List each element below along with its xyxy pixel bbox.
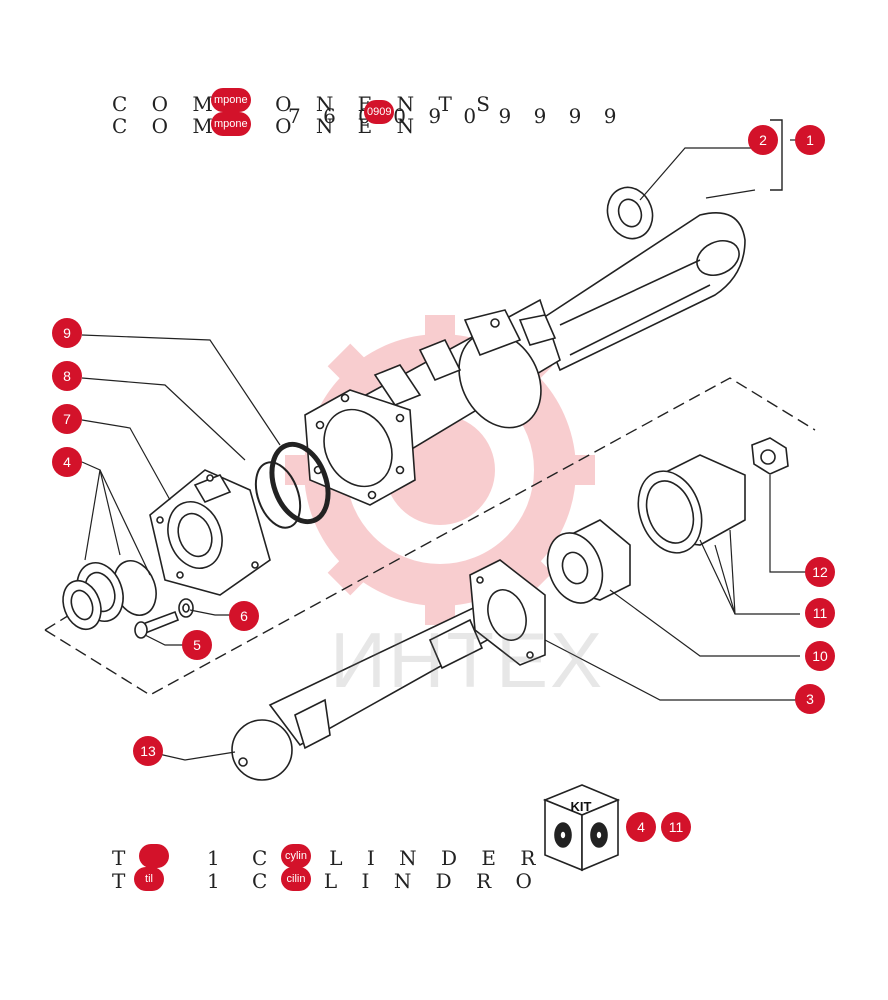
bracket-1-2 — [770, 119, 783, 191]
callout-2[interactable]: 2 — [748, 125, 778, 155]
header-line-1: C O M P O N E N T S — [112, 92, 499, 116]
seal-stack — [62, 560, 157, 631]
footer-line-1-num: 1 — [207, 846, 229, 870]
watermark-text: ИНТЕХ — [330, 616, 605, 704]
header-line-2-prefix: C O M P O N E N — [112, 114, 424, 138]
footer-overlay-a[interactable] — [139, 844, 169, 868]
piston-rod — [231, 598, 507, 781]
header-overlay-b[interactable]: mpone — [211, 112, 251, 136]
footer-line-2-left: T — [112, 869, 135, 893]
header-overlay-c[interactable]: 0909 — [364, 100, 395, 124]
callout-10[interactable]: 10 — [805, 641, 835, 671]
kit-ref-11[interactable]: 11 — [661, 812, 691, 842]
nut — [751, 437, 789, 475]
footer-overlay-c[interactable]: cylin — [281, 844, 311, 868]
callout-1[interactable]: 1 — [795, 125, 825, 155]
dashed-kit-boundary — [44, 377, 816, 696]
callout-6[interactable]: 6 — [229, 601, 259, 631]
kit-cube-icon — [542, 784, 621, 872]
kit-ref-4[interactable]: 4 — [626, 812, 656, 842]
callout-12[interactable]: 12 — [805, 557, 835, 587]
callout-11[interactable]: 11 — [805, 598, 835, 628]
screw-and-washer — [134, 598, 194, 639]
bushing — [606, 186, 654, 240]
footer-overlay-d[interactable]: cilin — [281, 867, 311, 891]
piston — [546, 519, 631, 604]
cylinder-head — [149, 469, 271, 596]
footer-line-1-left: T — [112, 846, 135, 870]
kit-label: KIT — [571, 799, 592, 814]
header-overlay-a[interactable]: mpone — [211, 88, 251, 112]
callout-13[interactable]: 13 — [133, 736, 163, 766]
callout-5[interactable]: 5 — [182, 630, 212, 660]
rod-gland — [469, 559, 546, 666]
callout-3[interactable]: 3 — [795, 684, 825, 714]
callout-7[interactable]: 7 — [52, 404, 82, 434]
seal-rings — [254, 441, 331, 529]
footer-overlay-b[interactable]: til — [134, 867, 164, 891]
footer-line-2-num: 1 — [207, 869, 229, 893]
leader-lines — [81, 139, 820, 761]
callout-8[interactable]: 8 — [52, 361, 82, 391]
callout-9[interactable]: 9 — [52, 318, 82, 348]
callout-4[interactable]: 4 — [52, 447, 82, 477]
cylinder-body — [304, 211, 746, 506]
header-line-2-code: 7 6 0 0 9 0 9 9 9 9 — [288, 104, 625, 128]
piston-seal — [637, 454, 746, 554]
